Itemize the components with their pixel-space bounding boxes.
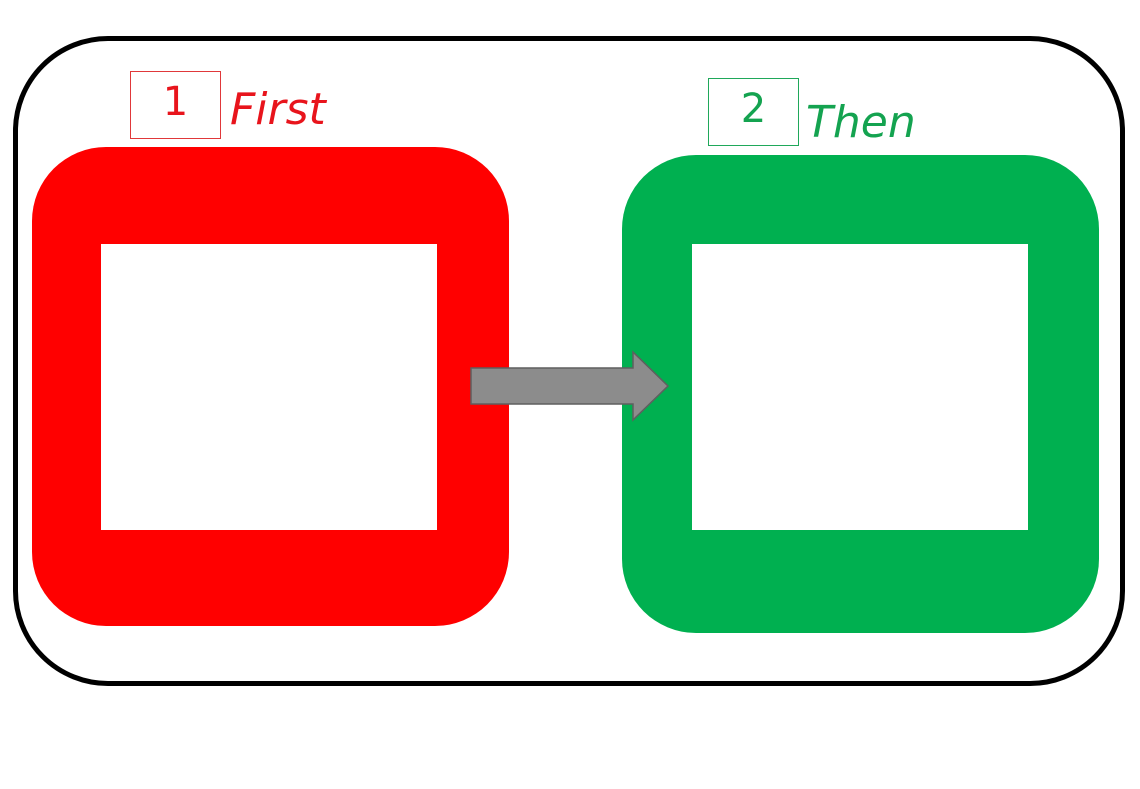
step-number-box-then: 2 — [708, 78, 799, 146]
first-card — [32, 147, 509, 626]
step-number-first: 1 — [162, 79, 189, 125]
step-label-then: Then — [806, 97, 916, 148]
then-card — [622, 155, 1099, 633]
arrow-shape — [470, 350, 670, 422]
step-label-first: First — [230, 84, 326, 135]
right-arrow-icon — [470, 350, 670, 422]
step-number-box-first: 1 — [130, 71, 221, 139]
then-card-content-area — [692, 244, 1028, 530]
first-card-content-area — [101, 244, 437, 530]
step-number-then: 2 — [740, 86, 767, 132]
